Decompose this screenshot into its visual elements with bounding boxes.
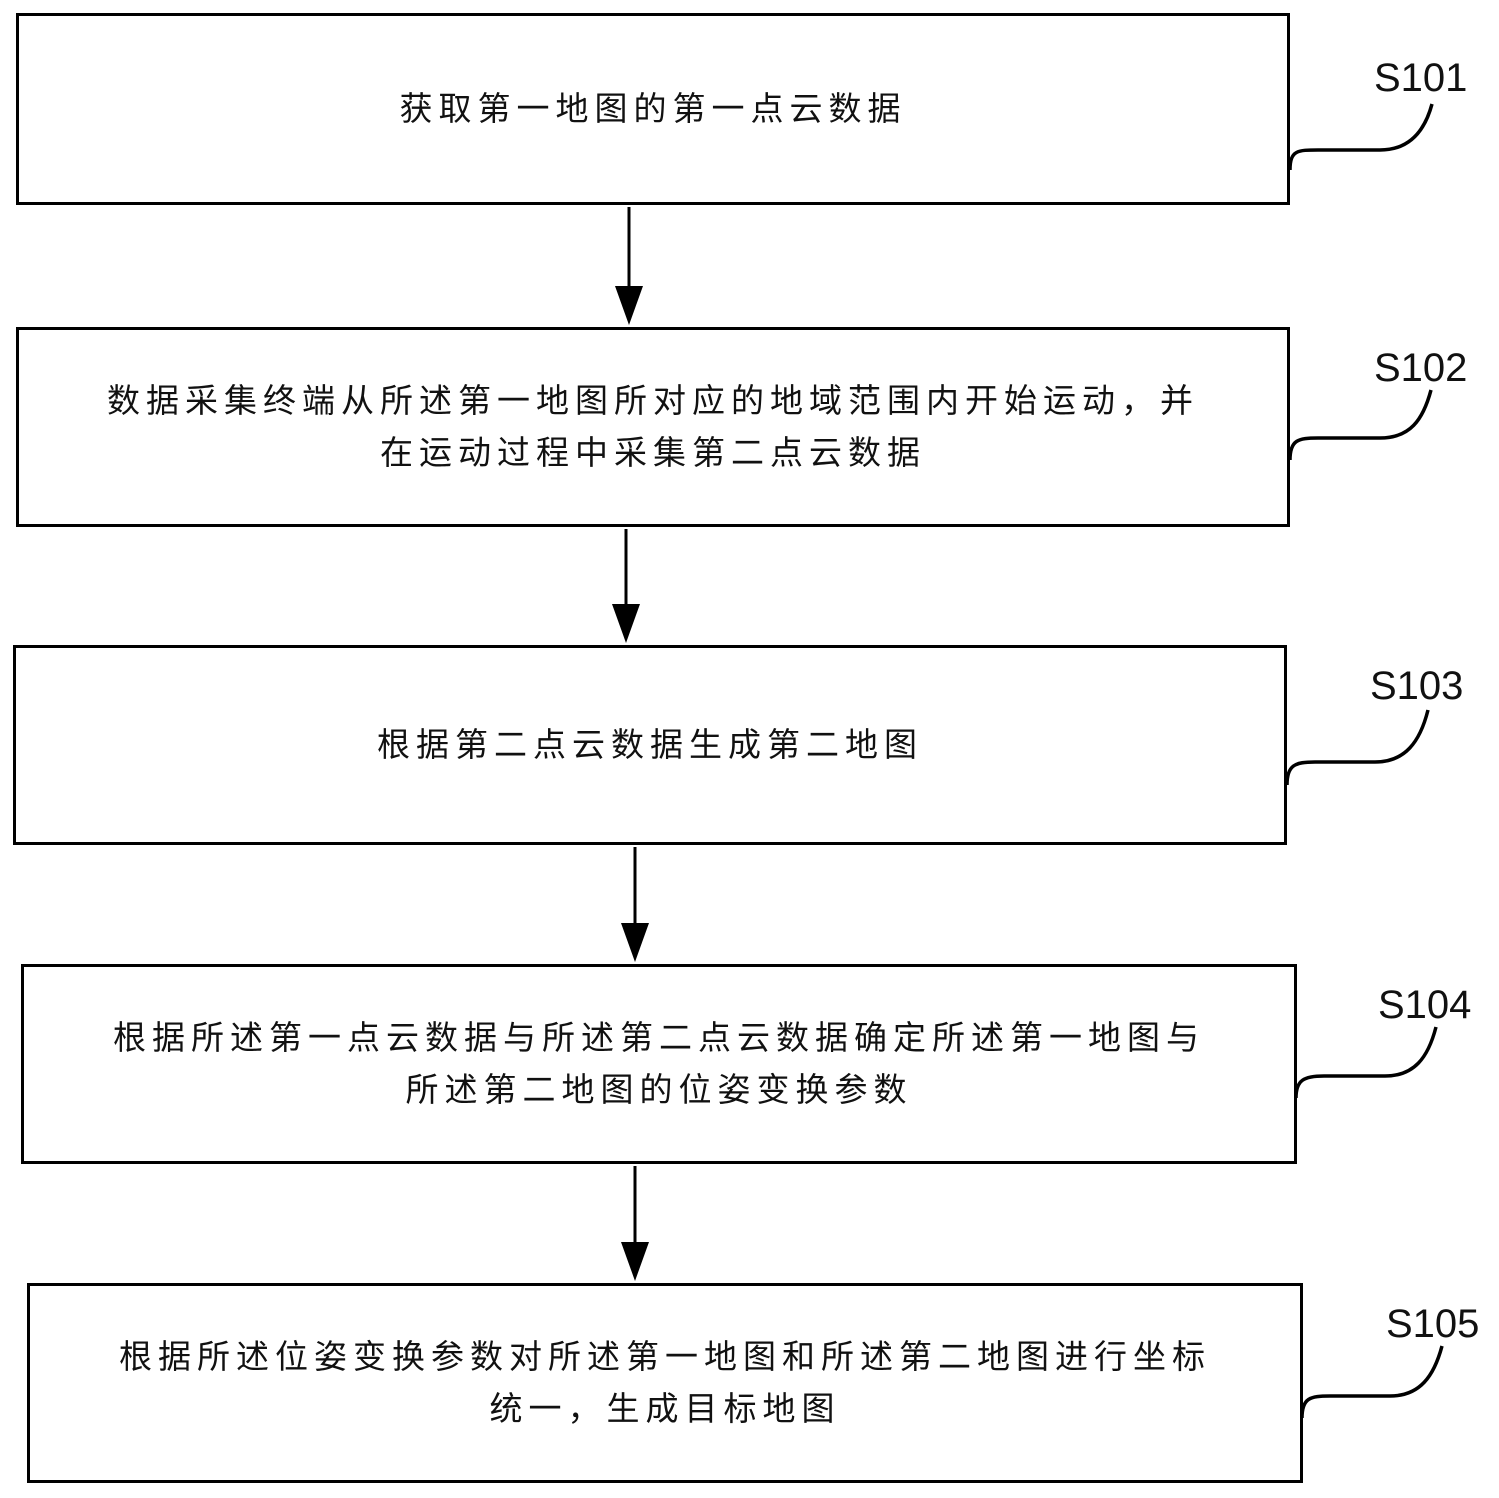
step-label-s105: S105 (1386, 1302, 1480, 1346)
leader-line-s103 (1285, 709, 1430, 786)
leader-line-s102 (1288, 389, 1433, 461)
leader-line-s105 (1300, 1345, 1444, 1419)
step-text-s103: 根据第二点云数据生成第二地图 (377, 725, 923, 764)
step-text-s102: 数据采集终端从所述第一地图所对应的地域范围内开始运动，并 在运动过程中采集第二点… (107, 381, 1199, 472)
step-label-s104: S104 (1378, 983, 1472, 1027)
leader-line-s101 (1288, 103, 1434, 171)
step-box-s104: 根据所述第一点云数据与所述第二点云数据确定所述第一地图与 所述第二地图的位姿变换… (21, 964, 1297, 1164)
step-text-s105: 根据所述位姿变换参数对所述第一地图和所述第二地图进行坐标 统一，生成目标地图 (119, 1337, 1211, 1428)
step-box-s105: 根据所述位姿变换参数对所述第一地图和所述第二地图进行坐标 统一，生成目标地图 (27, 1283, 1303, 1483)
step-box-s102: 数据采集终端从所述第一地图所对应的地域范围内开始运动，并 在运动过程中采集第二点… (16, 327, 1290, 527)
step-text-s101: 获取第一地图的第一点云数据 (399, 89, 907, 128)
step-text-s104: 根据所述第一点云数据与所述第二点云数据确定所述第一地图与 所述第二地图的位姿变换… (113, 1018, 1205, 1109)
step-label-s101: S101 (1374, 56, 1468, 100)
step-label-s103: S103 (1370, 664, 1464, 708)
leader-line-s104 (1294, 1026, 1438, 1099)
step-label-s102: S102 (1374, 346, 1468, 390)
arrow-s104-s105 (621, 1166, 649, 1281)
arrow-s103-s104 (621, 847, 649, 962)
arrow-s102-s103 (612, 529, 640, 643)
arrow-s101-s102 (615, 207, 643, 325)
step-box-s103: 根据第二点云数据生成第二地图 (13, 645, 1287, 845)
step-box-s101: 获取第一地图的第一点云数据 (16, 13, 1290, 205)
